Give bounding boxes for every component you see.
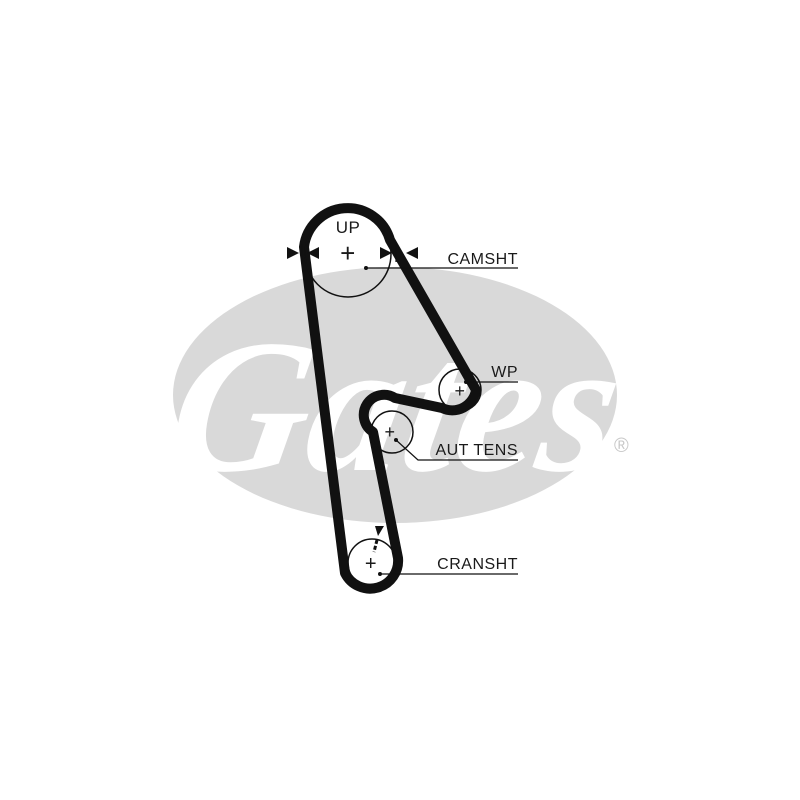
tensioner-pulley-circle [370,410,414,454]
timing-belt [299,203,481,594]
tensioner-pulley: + AUT TENS [370,410,518,461]
watermark-logo-text: Gates [156,301,636,511]
water-pump-label: WP [491,364,518,381]
water-pump-center-mark: + [454,381,465,401]
camshaft-timing-arrow-right-inner [380,247,392,259]
tensioner-leader-line [395,439,518,461]
crankshaft-pulley-circle [347,538,397,588]
watermark-registered-mark: ® [614,435,629,457]
camshaft-timing-arrow-left-outer [287,247,299,259]
water-pump-pulley: + WP [438,364,518,412]
crankshaft-pulley: + CRANSHT [347,526,518,588]
tensioner-label: AUT TENS [435,442,518,459]
camshaft-timing-arrow-right-outer [406,247,418,259]
crankshaft-center-mark: + [365,553,377,575]
tensioner-center-mark: + [384,422,395,442]
crankshaft-label: CRANSHT [437,556,518,573]
camshaft-pulley-circle [304,210,392,298]
camshaft-pulley: UP + CAMSHT [287,210,518,298]
water-pump-pulley-circle [438,368,482,412]
crankshaft-timing-mark [372,539,379,553]
camshaft-label: CAMSHT [447,251,518,268]
crankshaft-timing-arrow [375,526,384,536]
camshaft-timing-arrow-left-inner [307,247,319,259]
camshaft-up-label: UP [336,218,361,237]
camshaft-center-mark: + [340,238,356,268]
